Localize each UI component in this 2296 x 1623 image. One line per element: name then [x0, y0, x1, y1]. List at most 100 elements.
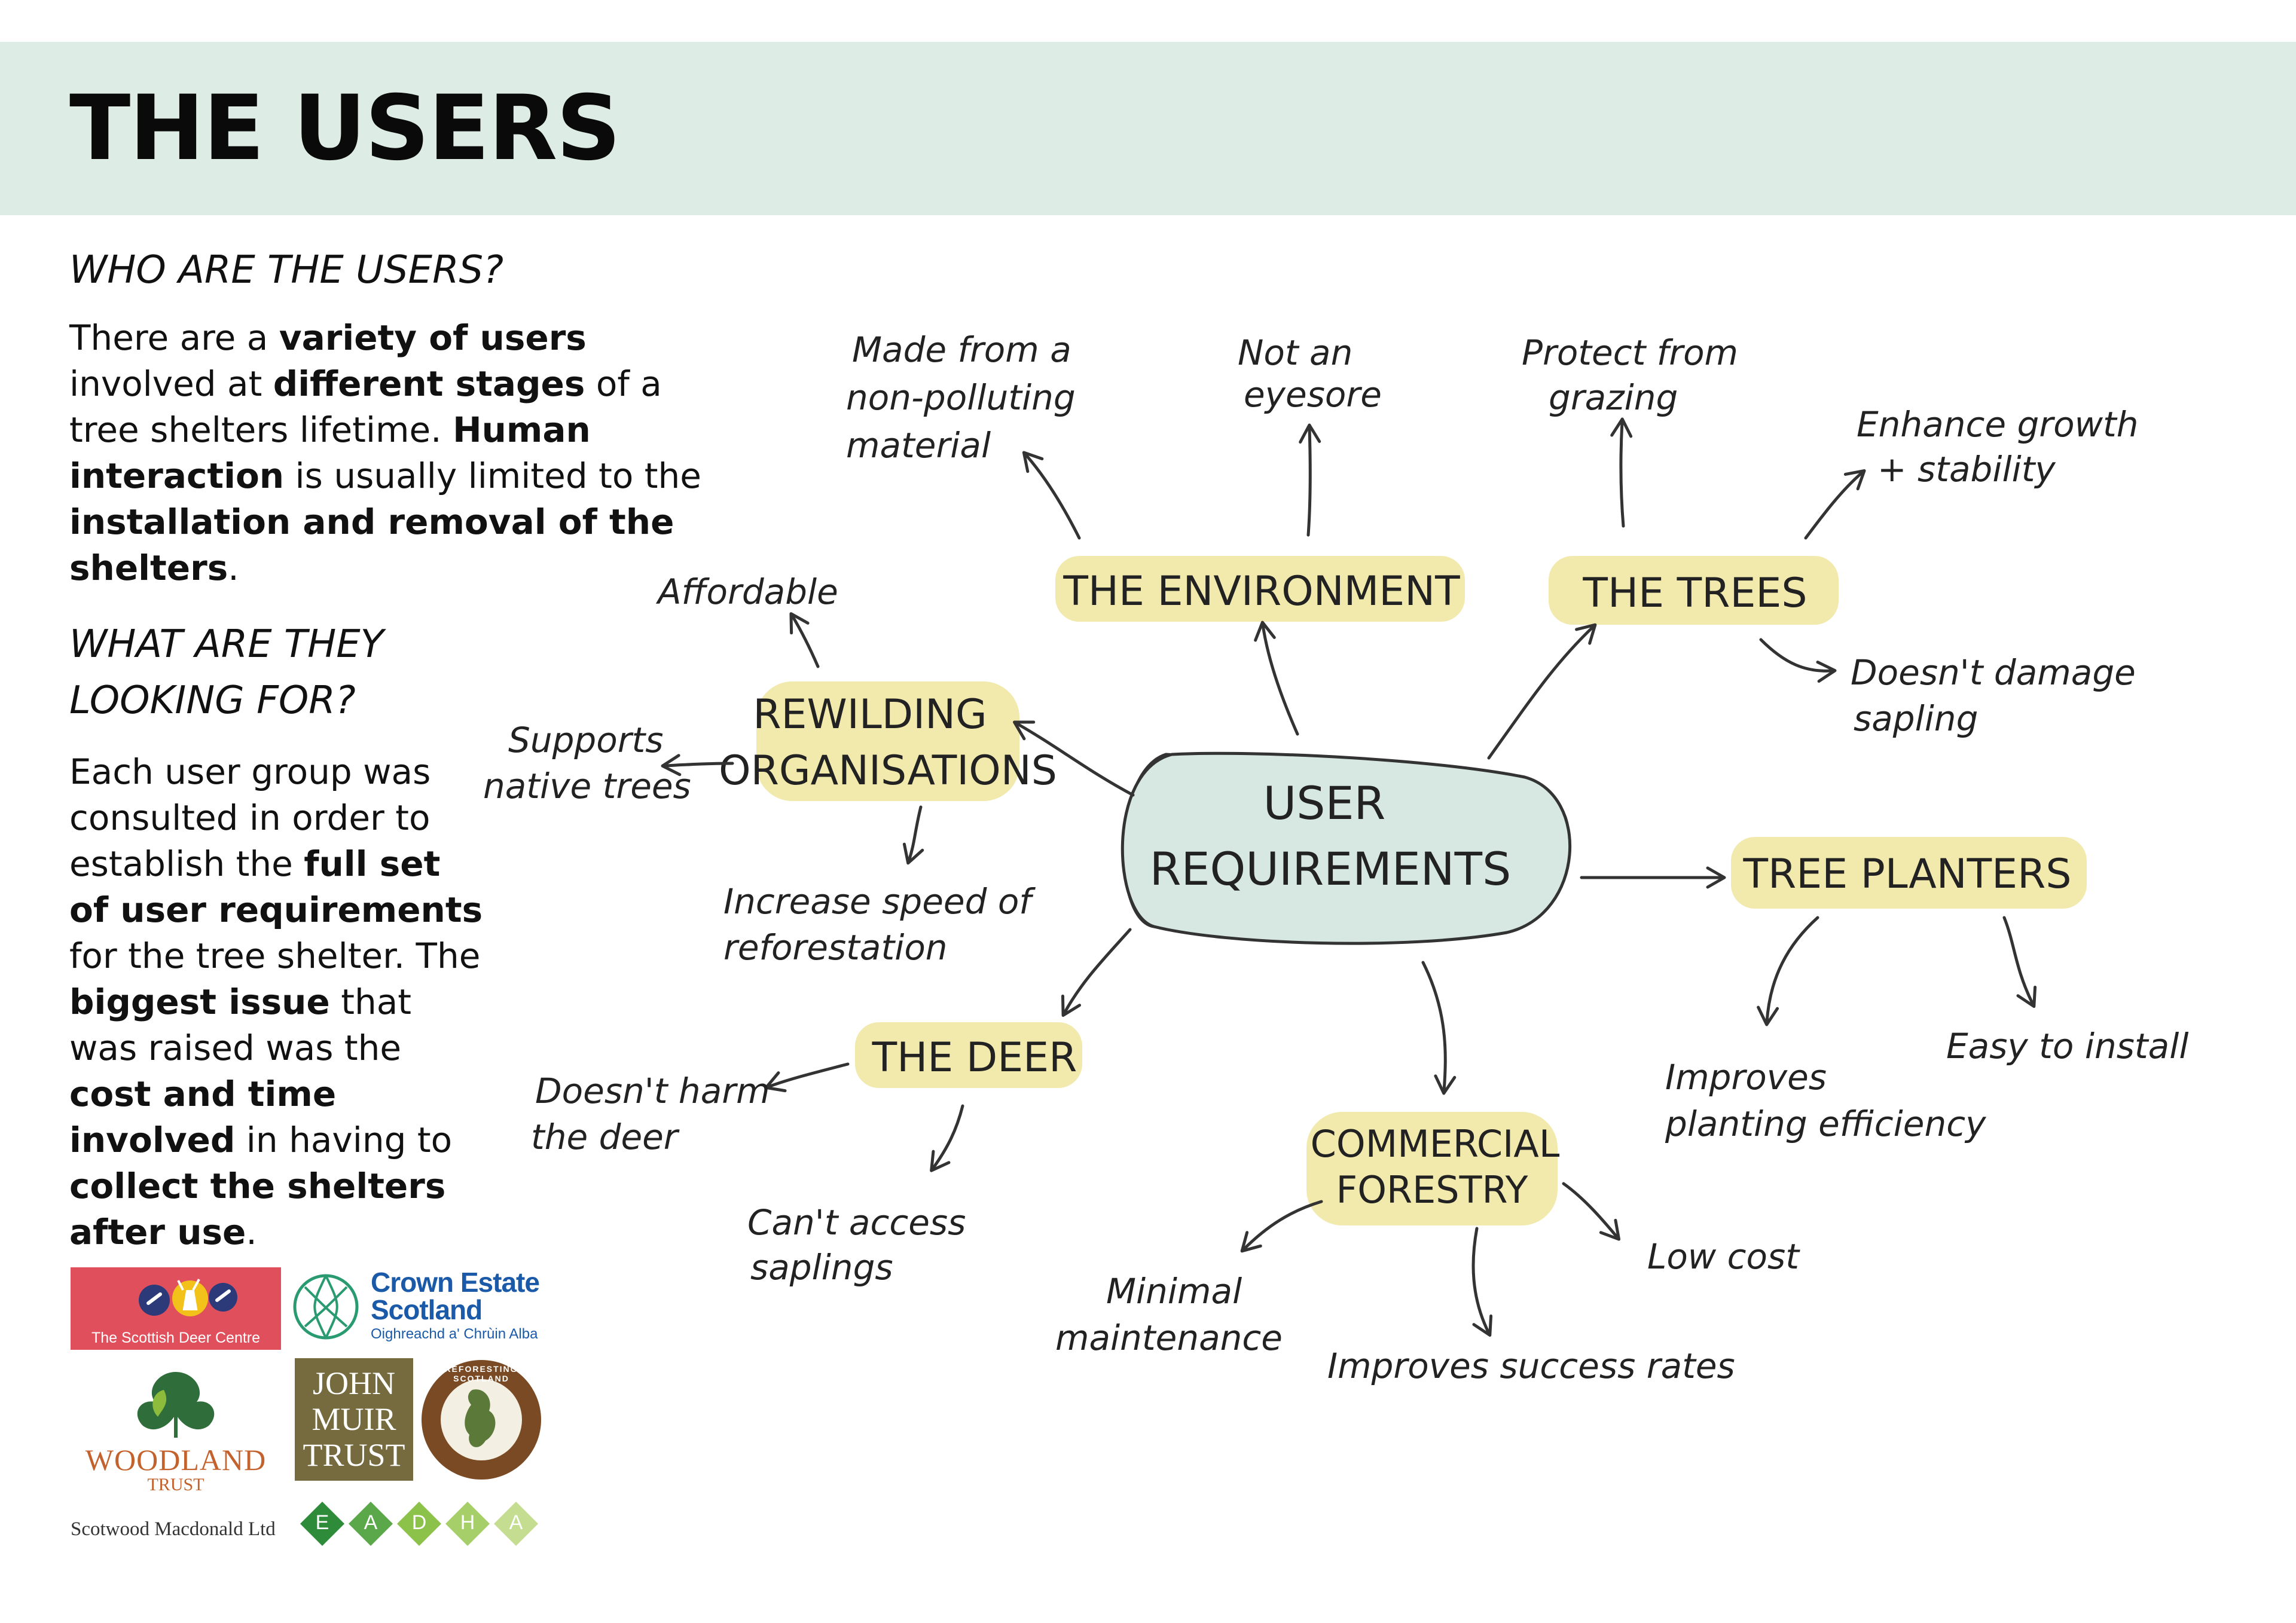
what-paragraph: Each user group was consulted in order t…: [69, 749, 488, 1255]
center-line-1: USER: [1263, 777, 1386, 830]
arrow-trees-damage: [1759, 638, 1837, 683]
leaf-plant-efficiency-2: planting efficiency: [1665, 1104, 1986, 1144]
arrow-center-forestry: [1421, 961, 1457, 1095]
what-para-run-4: that was raised was the: [69, 982, 411, 1068]
logo-john-muir-trust: JOHN MUIR TRUST: [295, 1358, 413, 1481]
who-para-run-6: is usually limited to the: [284, 456, 701, 496]
node-trees: THE TREES: [1582, 570, 1807, 617]
scotwood-text: Scotwood Macdonald Ltd: [71, 1518, 276, 1540]
arrow-for-maint: [1240, 1200, 1323, 1253]
center-line-2: REQUIREMENTS: [1150, 842, 1512, 895]
eadha-diamonds: [300, 1502, 538, 1546]
arrow-rew-speed: [902, 805, 924, 865]
leaf-rew-native-2: native trees: [483, 766, 691, 806]
leaf-trees-grazing-2: grazing: [1549, 377, 1678, 418]
who-para-run-5: Human interaction: [69, 409, 591, 496]
arrow-env-material: [1022, 451, 1081, 540]
node-rewilding-2: ORGANISATIONS: [719, 747, 1057, 794]
woodland-leaf-icon: [137, 1372, 215, 1438]
logo-woodland-trust: WOODLAND TRUST: [71, 1366, 281, 1494]
eadha-letter-2: A: [364, 1511, 378, 1534]
node-rewilding-1: REWILDING: [753, 691, 987, 738]
crown-sub: Oighreachd a' Chrùin Alba: [371, 1326, 538, 1342]
leaf-for-cost: Low cost: [1647, 1236, 1800, 1277]
deer-centre-text: The Scottish Deer Centre: [91, 1329, 261, 1346]
arrow-center-environment: [1254, 621, 1299, 736]
leaf-env-material-1: Made from a: [852, 329, 1071, 370]
what-para-run-3: biggest issue: [69, 982, 330, 1022]
who-para-run-1: variety of users: [279, 317, 587, 358]
arrow-for-cost: [1562, 1182, 1621, 1241]
arrow-deer-access: [930, 1104, 964, 1172]
what-para-run-7: collect the shelters after use: [69, 1166, 446, 1252]
node-environment: THE ENVIRONMENT: [1062, 568, 1460, 615]
what-para-run-2: for the tree shelter. The: [69, 936, 481, 976]
arrow-trees-grazing: [1610, 417, 1633, 528]
hl-rewilding: [756, 681, 1019, 801]
leaf-rew-affordable: Affordable: [655, 571, 838, 612]
arrow-deer-harm: [764, 1062, 850, 1093]
leaf-rew-speed-2: reforestation: [723, 927, 948, 968]
what-para-run-0: Each user group was consulted in order t…: [69, 751, 431, 884]
hl-deer: [855, 1022, 1082, 1088]
hl-trees: [1549, 556, 1839, 625]
arrow-trees-growth: [1804, 469, 1866, 540]
leaf-for-maint-2: maintenance: [1055, 1318, 1283, 1358]
arrow-rew-affordable: [789, 612, 820, 668]
leaf-plant-install: Easy to install: [1946, 1026, 2188, 1066]
logo-scotwood-macdonald: Scotwood Macdonald Ltd: [71, 1512, 286, 1554]
node-forestry-2: FORESTRY: [1336, 1168, 1528, 1212]
who-heading: WHO ARE THE USERS?: [69, 248, 504, 292]
who-paragraph: There are a variety of users involved at…: [69, 315, 709, 591]
what-para-run-6: in having to: [235, 1120, 453, 1160]
leaf-deer-harm-2: the deer: [531, 1117, 680, 1157]
who-para-run-2: involved at: [69, 363, 273, 404]
crown-line-1: Crown Estate: [371, 1267, 540, 1298]
what-para-run-1: full set of user requirements: [69, 843, 483, 930]
what-para-run-8: .: [246, 1212, 257, 1252]
leaf-trees-damage-1: Doesn't damage: [1851, 652, 2136, 693]
eadha-letter-4: H: [460, 1511, 475, 1534]
who-para-run-3: different stages: [273, 363, 585, 404]
center-blob-fill: [1120, 751, 1572, 945]
arrow-rew-native: [661, 754, 734, 777]
arrow-center-trees: [1487, 623, 1597, 760]
leaf-deer-access-1: Can't access: [747, 1202, 966, 1243]
what-heading: WHAT ARE THEY LOOKING FOR?: [69, 622, 384, 723]
leaf-env-eyesore-1: Not an: [1238, 332, 1352, 373]
woodland-text: WOODLAND: [85, 1443, 267, 1477]
leaf-env-eyesore-2: eyesore: [1244, 374, 1382, 415]
leaf-trees-growth-2: + stability: [1877, 449, 2056, 490]
eadha-letter-3: D: [411, 1511, 427, 1534]
leaf-trees-damage-2: sapling: [1854, 698, 1978, 739]
leaf-deer-access-2: saplings: [750, 1247, 893, 1288]
eadha-letter-5: A: [509, 1511, 523, 1534]
deer-centre-emblem: [139, 1279, 237, 1316]
eadha-letter-1: E: [315, 1511, 329, 1534]
arrow-env-eyesore: [1299, 423, 1321, 537]
who-para-run-0: There are a: [69, 317, 279, 358]
what-para-run-5: cost and time involved: [69, 1074, 337, 1160]
leaf-rew-speed-1: Increase speed of: [723, 881, 1036, 922]
node-forestry-1: COMMERCIAL: [1311, 1122, 1560, 1166]
leaf-for-maint-1: Minimal: [1106, 1271, 1242, 1312]
who-para-run-7: installation and removal of the shelters: [69, 502, 674, 588]
reforesting-text: REFORESTING SCOTLAND: [444, 1364, 518, 1383]
jmt-line-1: JOHN: [312, 1365, 395, 1401]
leaf-for-success: Improves success rates: [1327, 1346, 1735, 1386]
hl-forestry: [1306, 1112, 1558, 1225]
leaf-env-material-3: material: [846, 425, 991, 466]
node-planters: TREE PLANTERS: [1742, 851, 2071, 898]
who-para-run-4: of a tree shelters lifetime.: [69, 363, 662, 450]
leaf-trees-grazing-1: Protect from: [1522, 332, 1738, 373]
reforesting-emblem: [422, 1360, 541, 1480]
arrow-plant-install: [2002, 916, 2037, 1008]
leaf-trees-growth-1: Enhance growth: [1857, 404, 2139, 445]
arrow-center-rewilding: [1013, 720, 1135, 797]
logo-crown-estate-scotland: Crown Estate Scotland Oighreachd a' Chrù…: [293, 1266, 544, 1350]
leaf-deer-harm-1: Doesn't harm: [535, 1071, 770, 1111]
leaf-plant-efficiency-1: Improves: [1665, 1057, 1827, 1098]
crown-estate-emblem: [293, 1274, 359, 1340]
jmt-line-2: MUIR: [312, 1401, 396, 1437]
